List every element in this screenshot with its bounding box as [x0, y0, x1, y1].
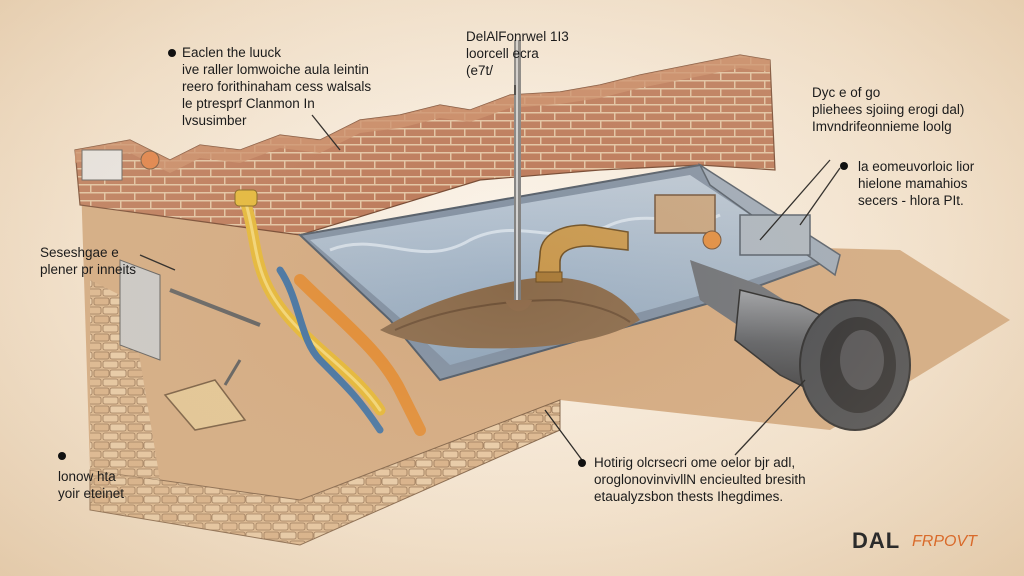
- annotation-line: le ptresprf Clanmon In: [182, 96, 315, 111]
- annotation-line: Eaclen the luuck: [182, 45, 282, 60]
- logo-text-accent: FRPOVT: [912, 533, 977, 550]
- bullet-bottom-center: [578, 459, 586, 467]
- annotation-line: plener pr inneits: [40, 262, 137, 277]
- annotation-line: Seseshgae e: [40, 245, 119, 260]
- bullet-top-left: [168, 49, 176, 57]
- annotation-line: lvsusimber: [182, 113, 247, 128]
- annotation-top-left: Eaclen the luuck ive raller lomwoiche au…: [182, 44, 371, 129]
- annotation-line: DelAlFonrwel 1I3: [466, 29, 569, 44]
- annotation-line: etaualyzsbon thests Ihegdimes.: [594, 489, 784, 504]
- annotation-line: ive raller lomwoiche aula leintin: [182, 62, 369, 77]
- logo-text-main: DAL: [852, 528, 901, 553]
- annotation-line: hielone mamahios: [858, 176, 968, 191]
- annotation-line: lonow hta: [58, 469, 116, 484]
- annotation-line: (e7t/: [466, 63, 494, 78]
- annotation-line: pliehees sjoiing erogi dal): [812, 102, 965, 117]
- brand-logo: DAL FRPOVT: [840, 524, 1020, 564]
- annotation-line: yoir eteinet: [58, 486, 125, 501]
- annotation-left: Seseshgae e plener pr inneits: [40, 244, 136, 278]
- bullet-bottom-left: [58, 452, 66, 460]
- annotation-top-right: Dyc e of go pliehees sjoiing erogi dal) …: [812, 84, 964, 135]
- annotation-line: Hotirig olcrsecri ome oelor bjr adl,: [594, 455, 796, 470]
- annotation-line: Dyc e of go: [812, 85, 881, 100]
- annotation-line: la eomeuvorloic lior: [858, 159, 975, 174]
- bullet-right: [840, 162, 848, 170]
- annotation-right: la eomeuvorloic lior hielone mamahios se…: [858, 158, 974, 209]
- annotation-bottom-left: lonow hta yoir eteinet: [58, 468, 124, 502]
- annotation-line: reero forithinaham cess walsals: [182, 79, 372, 94]
- annotation-line: loorcell ecra: [466, 46, 539, 61]
- annotation-line: Imvndrifeonnieme loolg: [812, 119, 952, 134]
- annotation-line: secers - hlora PIt.: [858, 193, 964, 208]
- annotation-line: oroglonovinvivllN encieulted bresith: [594, 472, 806, 487]
- annotation-top-center: DelAlFonrwel 1I3 loorcell ecra (e7t/: [466, 28, 569, 79]
- annotation-bottom-center: Hotirig olcrsecri ome oelor bjr adl, oro…: [594, 454, 806, 505]
